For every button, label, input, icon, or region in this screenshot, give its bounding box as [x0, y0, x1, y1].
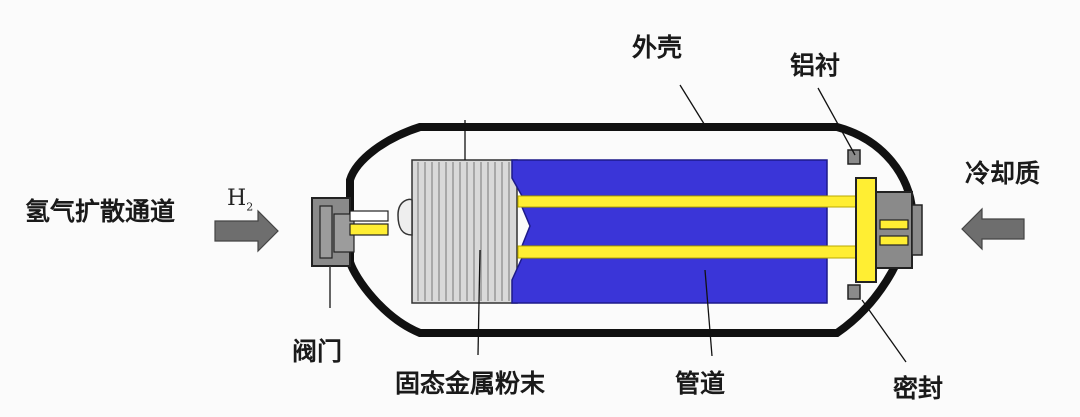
- label-hydrogen-channel: 氢气扩散通道: [25, 197, 176, 226]
- coolant-inlet-arrow: [961, 207, 1025, 251]
- metal-powder-area: [411, 159, 518, 304]
- label-shell: 外壳: [632, 33, 683, 62]
- leader-liner: [817, 87, 856, 156]
- leader-shell: [679, 84, 707, 128]
- h2-symbol-sub: 2: [246, 200, 254, 214]
- tube-bottom: [517, 245, 861, 259]
- label-valve: 阀门: [292, 337, 343, 366]
- leader-pipe: [704, 269, 713, 357]
- label-seal: 密封: [893, 374, 944, 403]
- leader-powder: [477, 249, 481, 356]
- leader-seal: [861, 299, 907, 363]
- blue-block-bottom: [511, 257, 828, 304]
- h2-inlet-arrow: [214, 209, 279, 253]
- h2-symbol-main: H: [227, 186, 247, 211]
- outer-shell: [346, 123, 917, 337]
- powder-lines: [417, 162, 510, 301]
- h2-symbol: H2: [227, 186, 253, 213]
- tube-top: [517, 195, 861, 208]
- label-metal-powder: 固态金属粉末: [395, 369, 546, 398]
- blue-block-top: [511, 159, 828, 197]
- label-pipe: 管道: [675, 369, 726, 398]
- right-fitting: [847, 149, 923, 300]
- label-coolant: 冷却质: [965, 159, 1041, 188]
- leader-lines: [464, 84, 907, 363]
- left-valve: [311, 197, 413, 308]
- label-aluminum-liner: 铝衬: [790, 51, 841, 80]
- blue-block-middle: [520, 206, 828, 247]
